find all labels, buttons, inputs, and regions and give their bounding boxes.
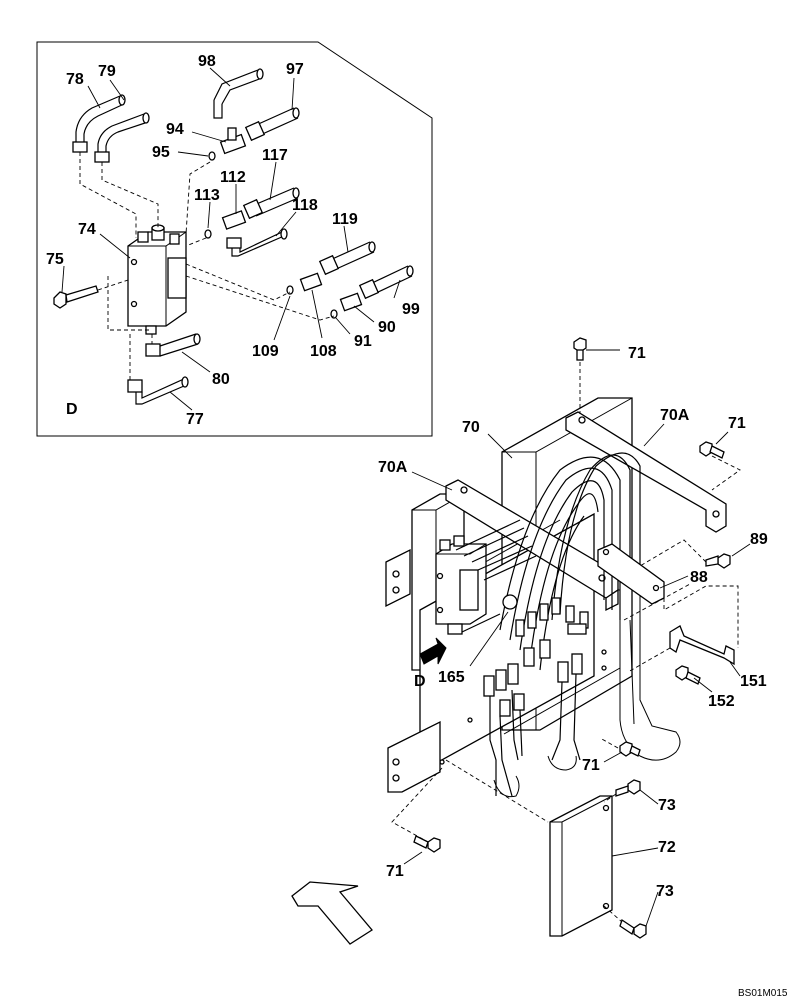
- part-label-73-top: 73: [658, 797, 676, 814]
- bolt-73-top: [615, 779, 641, 797]
- detail-view-d: 78 79 98 97 94 95 117 112 113 118 119 74…: [36, 41, 433, 437]
- valve-block-main: [435, 519, 537, 635]
- part-label-119: 119: [332, 211, 358, 228]
- part-label-99: 99: [402, 301, 420, 318]
- part-label-74: 74: [78, 221, 96, 238]
- part-label-72: 72: [658, 839, 676, 856]
- part-label-90: 90: [378, 319, 396, 336]
- part-label-89: 89: [750, 531, 768, 548]
- bar-70A-front: [445, 479, 619, 612]
- part-label-95: 95: [152, 144, 170, 161]
- bolt-75: [53, 285, 99, 309]
- part-label-112: 112: [220, 169, 246, 186]
- part-label-94: 94: [166, 121, 184, 138]
- front-direction-arrow: [291, 881, 373, 945]
- tee-fitting-94: [219, 127, 247, 155]
- bolt-71-top: [573, 337, 587, 361]
- part-label-71-bottom: 71: [386, 863, 404, 880]
- part-label-151: 151: [740, 673, 767, 690]
- detail-frame: [36, 41, 433, 437]
- hose-118: [226, 228, 288, 257]
- part-label-97: 97: [286, 61, 304, 78]
- bracket-151: [669, 625, 735, 666]
- hose-117: [242, 187, 300, 220]
- part-label-71-right: 71: [728, 415, 746, 432]
- hose-97: [244, 107, 300, 142]
- hose-98: [213, 68, 264, 119]
- hose-80: [145, 333, 201, 357]
- part-label-70A-left: 70A: [378, 459, 408, 476]
- part-label-152: 152: [708, 693, 735, 710]
- hose-connectors: [483, 597, 589, 798]
- part-label-165: 165: [438, 669, 465, 686]
- hose-79: [94, 112, 150, 163]
- bar-70A-rear: [565, 411, 727, 533]
- cover-72: [549, 795, 613, 937]
- part-label-77: 77: [186, 411, 204, 428]
- bolt-71-bottom: [413, 835, 441, 853]
- part-label-113: 113: [194, 187, 220, 204]
- hose-77: [127, 376, 189, 405]
- o-ring-95: [208, 151, 216, 161]
- part-label-117: 117: [262, 147, 288, 164]
- bolt-89: [705, 553, 731, 569]
- detail-view-letter: D: [66, 401, 78, 418]
- part-label-98: 98: [198, 53, 216, 70]
- part-label-75: 75: [46, 251, 64, 268]
- part-label-118: 118: [292, 197, 318, 214]
- o-ring-113: [204, 229, 212, 239]
- part-label-78: 78: [66, 71, 84, 88]
- part-label-79: 79: [98, 63, 116, 80]
- part-label-70: 70: [462, 419, 480, 436]
- o-ring-91: [330, 309, 338, 319]
- part-label-70A-right: 70A: [660, 407, 690, 424]
- hose-bundle: [499, 452, 681, 761]
- main-leader-lines: [403, 349, 751, 927]
- adapter-112: [221, 210, 247, 230]
- bolt-71-right: [699, 441, 725, 459]
- adapter-108: [299, 272, 323, 292]
- detail-connection-lines: [79, 152, 335, 380]
- main-assembly: 71 70 70A 71 70A 89 88 165 D 151 152 71 …: [378, 337, 768, 939]
- part-label-71-mid: 71: [582, 757, 600, 774]
- o-ring-109: [286, 285, 294, 295]
- hose-119: [318, 241, 376, 276]
- valve-block: [127, 224, 187, 335]
- main-connection-lines: [391, 362, 741, 923]
- part-label-80: 80: [212, 371, 230, 388]
- part-label-109: 109: [252, 343, 279, 360]
- part-label-71-top: 71: [628, 345, 646, 362]
- part-label-91: 91: [354, 333, 372, 350]
- side-flange: [385, 548, 411, 608]
- view-arrow-d: [419, 637, 447, 665]
- hose-99: [358, 265, 414, 300]
- part-label-108: 108: [310, 343, 337, 360]
- clamp-165: [502, 594, 518, 610]
- view-pointer-d: D: [414, 673, 426, 690]
- detail-leader-lines: [61, 67, 401, 411]
- bolt-152: [675, 665, 701, 685]
- part-label-73-bottom: 73: [656, 883, 674, 900]
- adapter-90: [339, 292, 363, 312]
- bolt-71-mid: [619, 741, 641, 757]
- drawing-code: BS01M015: [738, 988, 788, 999]
- hose-78: [72, 94, 126, 153]
- part-label-88: 88: [690, 569, 708, 586]
- bolt-73-bottom: [619, 918, 647, 939]
